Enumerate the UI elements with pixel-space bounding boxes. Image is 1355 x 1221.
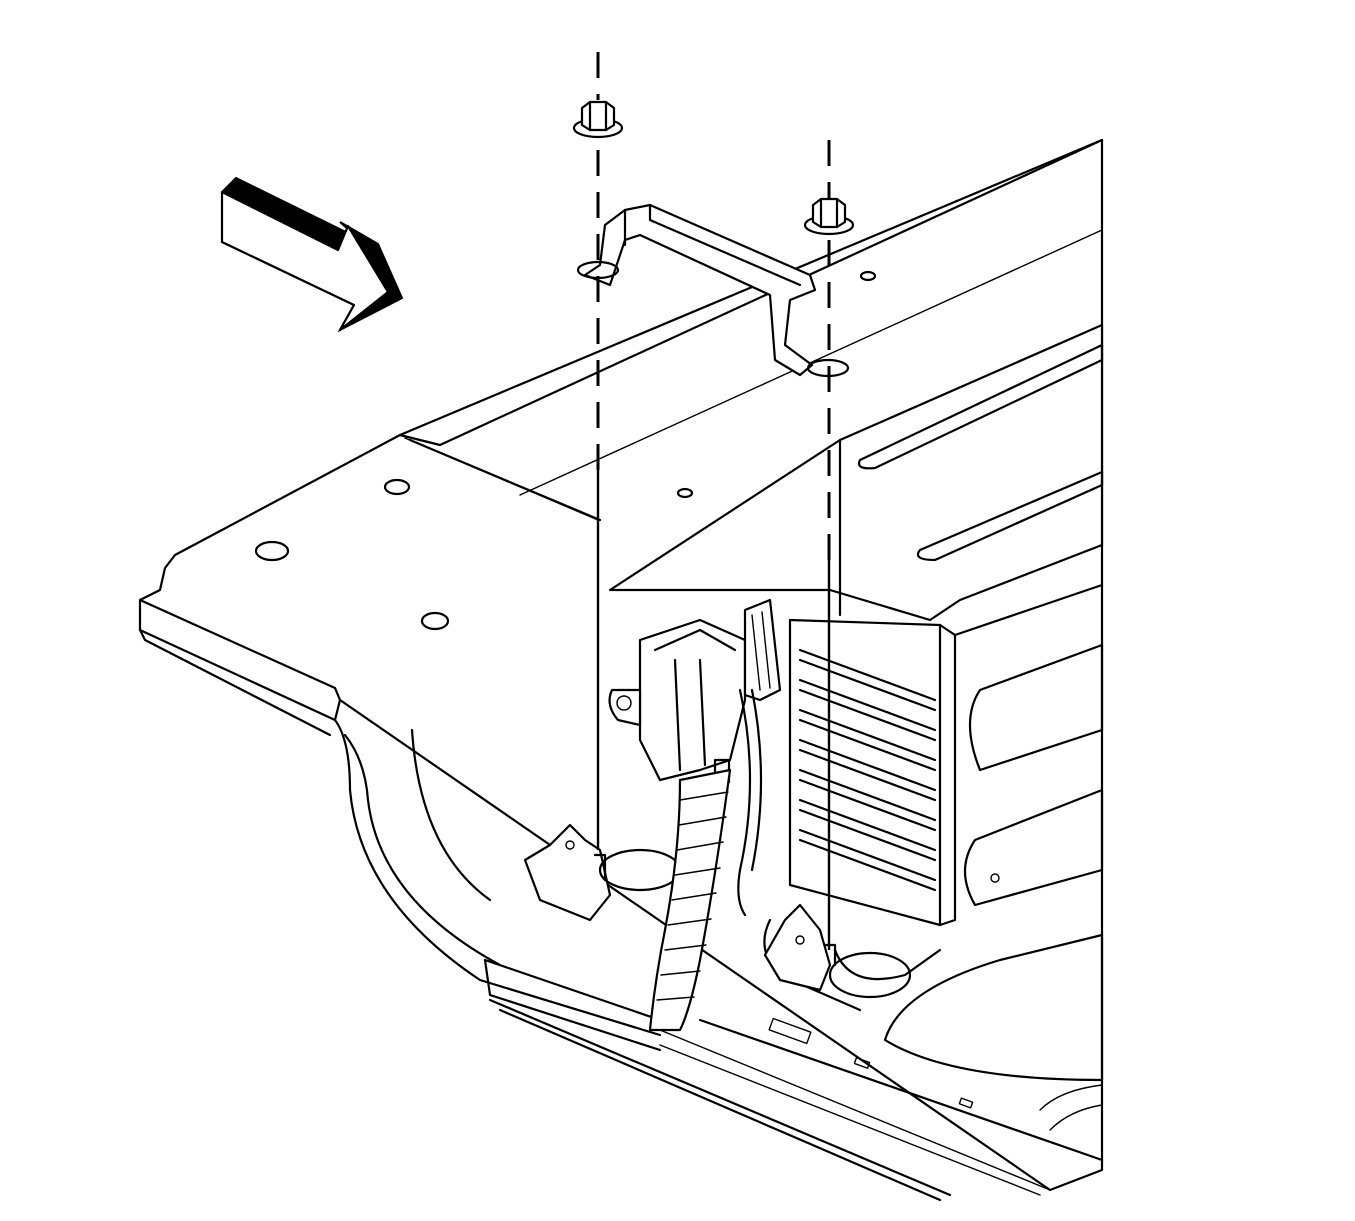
wiring-harness-connector [608, 598, 782, 1032]
panel-hole [420, 611, 450, 631]
mounting-nut-left [572, 100, 624, 139]
tray-panel [138, 138, 1104, 1202]
right-stud-mount [763, 903, 912, 999]
hold-down-bracket [576, 203, 850, 378]
mounting-nut-right [803, 197, 855, 236]
installation-axes [596, 52, 831, 950]
panel-hole [383, 478, 411, 496]
louver-slots [798, 648, 937, 892]
panel-hole [254, 540, 290, 562]
panel-hole [859, 270, 877, 282]
module-housing [608, 323, 1104, 1012]
panel-hole [676, 487, 694, 499]
direction-arrow-icon [220, 176, 404, 333]
left-stud-mount [523, 823, 682, 922]
